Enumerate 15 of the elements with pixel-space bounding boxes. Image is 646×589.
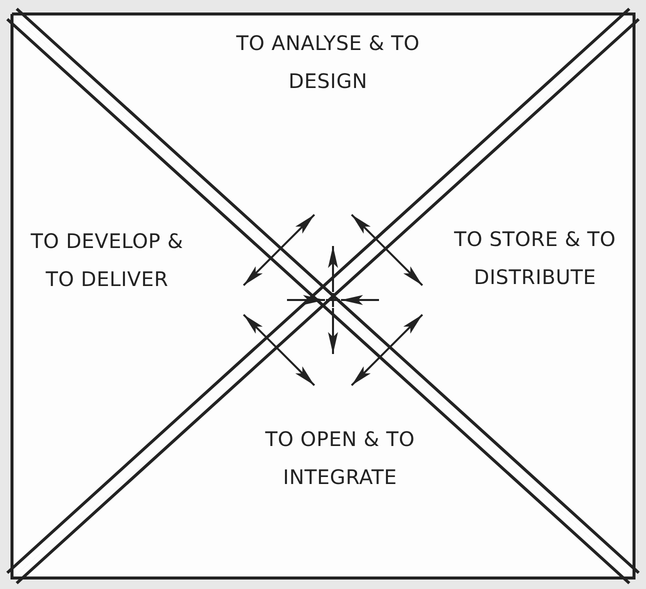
triangle-region <box>12 300 634 578</box>
arrow <box>287 295 325 305</box>
center-cross <box>326 293 340 307</box>
arrow <box>341 295 379 305</box>
arrow <box>242 314 316 386</box>
arrow <box>328 308 338 354</box>
arrow <box>350 214 424 286</box>
arrow <box>350 314 424 386</box>
region-label: TO ANALYSE & TO DESIGN <box>235 30 421 95</box>
region-label: TO STORE & TO DISTRIBUTE <box>453 226 617 291</box>
arrow <box>328 246 338 292</box>
triangle-region <box>12 14 634 300</box>
arrow <box>242 214 316 286</box>
region-label: TO DEVELOP & TO DELIVER <box>30 228 184 293</box>
region-label: TO OPEN & TO INTEGRATE <box>264 426 416 491</box>
